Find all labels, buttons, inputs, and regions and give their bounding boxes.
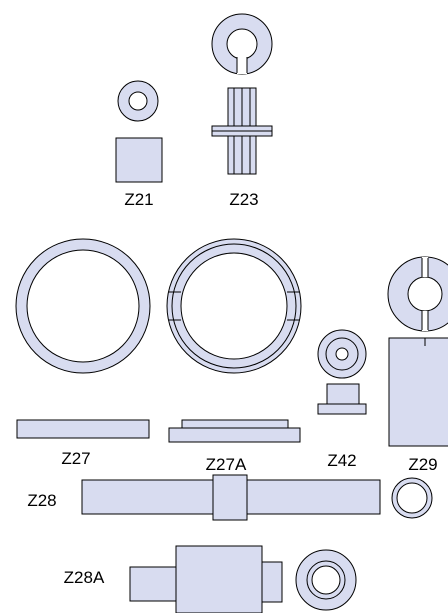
z29-side-view	[388, 337, 448, 447]
z42-side-view	[317, 383, 367, 415]
z42-label: Z42	[327, 451, 356, 470]
z27-ring-view	[15, 238, 151, 374]
z27a-ring-hole	[180, 252, 288, 360]
z28-ring-view	[391, 477, 433, 519]
z28-side-view	[81, 474, 381, 521]
z28a-ring-view	[295, 549, 357, 611]
part-z29: Z29	[387, 256, 448, 474]
part-z28a: Z28A	[64, 545, 357, 613]
z28-collar	[212, 474, 248, 521]
z28-label: Z28	[27, 491, 56, 510]
z29-label: Z29	[408, 455, 437, 474]
part-z28: Z28	[27, 474, 433, 521]
z21-side-view	[115, 137, 163, 183]
z29-ring-view	[387, 256, 448, 332]
part-z27: Z27	[15, 238, 151, 468]
z28a-side-view	[129, 545, 283, 613]
part-z27a: Z27A	[166, 238, 302, 474]
z21-ring-view	[117, 80, 159, 122]
z42-ring-hole	[335, 347, 349, 361]
z28a-left-stub	[129, 566, 179, 602]
z23-ring-slot	[237, 52, 247, 74]
z28a-right-stub	[261, 561, 283, 603]
z27a-flange-top	[181, 419, 289, 429]
z27-side-view	[16, 419, 150, 439]
z23-side-view	[211, 87, 273, 175]
z23-ring-view	[211, 13, 273, 75]
part-z21: Z21	[115, 80, 163, 209]
part-z42: Z42	[317, 329, 367, 470]
z28a-ring-hole	[311, 565, 341, 595]
z28-ring-hole	[396, 482, 428, 514]
z27a-side-view	[168, 419, 301, 443]
z23-label: Z23	[229, 190, 258, 209]
z28a-label: Z28A	[64, 568, 105, 587]
z29-block	[388, 337, 448, 447]
z27-ring-hole	[26, 249, 140, 363]
part-z23: Z23	[211, 13, 273, 209]
z27a-label: Z27A	[206, 455, 247, 474]
z27a-base	[168, 427, 301, 443]
z27-label: Z27	[61, 449, 90, 468]
z29-ring-hole	[407, 276, 443, 312]
z21-label: Z21	[124, 190, 153, 209]
z27a-ring-view	[166, 238, 302, 374]
z21-ring-hole	[128, 91, 148, 111]
z42-ring-view	[317, 329, 367, 379]
z42-body	[326, 383, 360, 405]
z28a-body	[175, 545, 263, 613]
z42-flange	[317, 403, 367, 415]
